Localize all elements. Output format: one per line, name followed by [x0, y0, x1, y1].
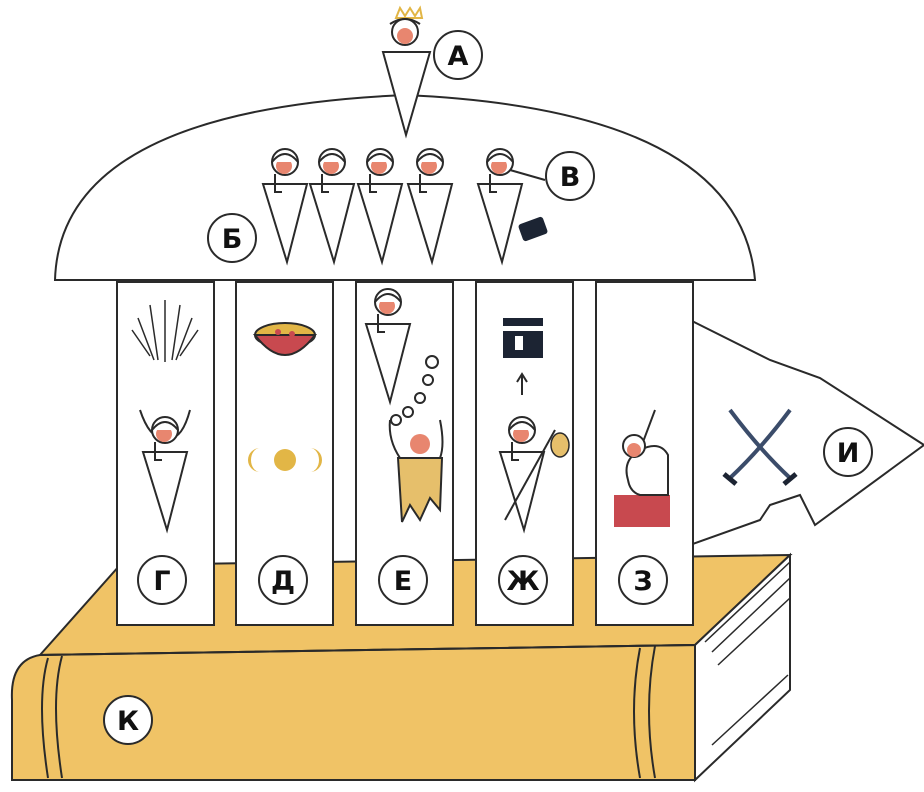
svg-text:Б: Б	[222, 224, 243, 255]
prayer-icons	[614, 409, 670, 527]
shahada-icon	[131, 300, 199, 530]
prayer-mat-icon	[614, 495, 670, 527]
crown-icon	[394, 5, 424, 19]
label-d: Д	[258, 555, 308, 605]
svg-text:И: И	[837, 438, 860, 469]
label-v: В	[545, 151, 595, 201]
svg-text:Е: Е	[394, 566, 412, 597]
label-a: А	[433, 30, 483, 80]
pilgrim-icon	[500, 417, 570, 530]
hajj-icons	[500, 318, 570, 530]
label-i: И	[823, 427, 873, 477]
svg-text:В: В	[560, 162, 581, 193]
pillars	[116, 281, 694, 626]
sun-rays-icon	[131, 300, 199, 362]
jihad-arrow	[689, 318, 924, 547]
zakat-icons	[366, 289, 444, 523]
label-zh: Ж	[498, 555, 548, 605]
label-g: Г	[137, 555, 187, 605]
svg-text:Г: Г	[153, 566, 170, 597]
ruler-figure	[381, 5, 432, 139]
label-e: Е	[378, 555, 428, 605]
svg-text:З: З	[633, 566, 652, 597]
crossed-swords-icon	[722, 408, 798, 486]
svg-text:К: К	[117, 706, 139, 737]
crescent-moon-icon	[248, 448, 322, 472]
label-b: Б	[207, 213, 257, 263]
soup-bowl-icon	[252, 322, 318, 356]
charity-coins-icon	[388, 419, 444, 523]
svg-text:Д: Д	[271, 566, 295, 597]
book-small-icon	[518, 216, 548, 242]
svg-text:Ж: Ж	[506, 566, 539, 597]
label-z: З	[618, 555, 668, 605]
svg-text:А: А	[448, 41, 469, 72]
kaaba-icon	[503, 318, 543, 358]
judge-figure	[478, 149, 548, 262]
label-k: К	[103, 695, 153, 745]
fasting-icons	[248, 322, 322, 472]
